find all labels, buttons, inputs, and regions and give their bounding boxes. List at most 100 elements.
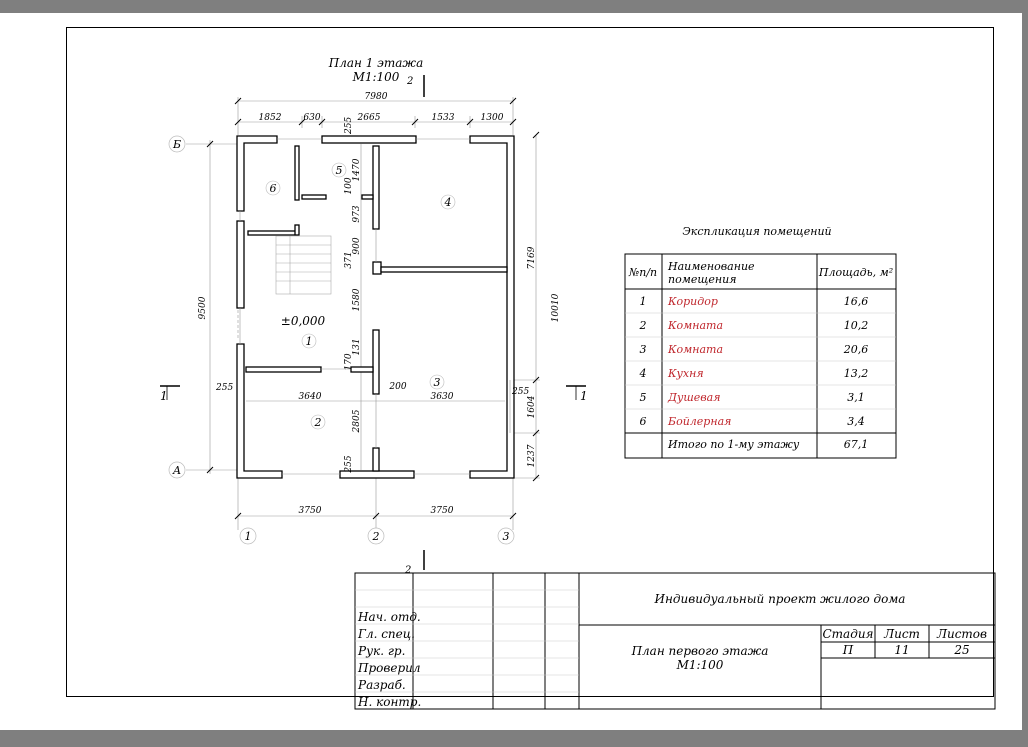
stamp-role-6: Н. контр. xyxy=(357,695,421,709)
stairs xyxy=(275,235,332,295)
dim-inner-4: 900 xyxy=(352,237,362,254)
row-1-number: 1 xyxy=(640,295,647,308)
plan-title: План 1 этажа xyxy=(328,56,423,70)
row-6-name: Бойлерная xyxy=(667,415,731,428)
stamp-sheets-label: Листов xyxy=(936,627,987,641)
row-1-area: 16,6 xyxy=(844,295,869,308)
dimension-ticks xyxy=(206,97,540,520)
stamp-row-lines xyxy=(355,589,579,693)
walls xyxy=(236,135,515,479)
dim-right-1: 7169 xyxy=(527,246,537,269)
dim-top-2: 630 xyxy=(303,113,320,123)
explication-header-area: Площадь, м² xyxy=(818,266,893,279)
explication-title: Экспликация помещений xyxy=(682,225,831,238)
dim-bottom-2: 3750 xyxy=(431,506,454,516)
axis-col-1: 1 xyxy=(245,530,252,543)
dim-h-2: 200 xyxy=(388,382,406,392)
explication-rows: 1 Коридор 16,6 2 Комната 10,2 3 Комната … xyxy=(639,295,869,451)
row-2-area: 10,2 xyxy=(844,319,869,332)
dim-inner-9: 2805 xyxy=(352,409,362,433)
axis-col-3: 3 xyxy=(503,530,510,543)
stamp-role-3: Рук. гр. xyxy=(357,644,405,658)
dim-top-1: 1852 xyxy=(259,113,282,123)
room-number-6: 6 xyxy=(270,182,277,195)
row-5-area: 3,1 xyxy=(847,391,865,404)
row-6-area: 3,4 xyxy=(847,415,865,428)
section-mark-top: 2 xyxy=(406,76,413,87)
section-marks: 1 1 2 xyxy=(160,385,588,576)
row-4-area: 13,2 xyxy=(844,367,869,380)
row-2-name: Комната xyxy=(667,319,723,332)
axis-markers: Б А 1 2 3 xyxy=(168,135,515,545)
dim-right-255: 255 xyxy=(511,387,529,397)
dim-top-255: 255 xyxy=(344,117,354,135)
row-3-name: Комната xyxy=(667,343,723,356)
explication-row-lines xyxy=(625,312,896,410)
section-mark-left: 1 xyxy=(160,389,168,403)
row-3-area: 20,6 xyxy=(843,343,869,356)
section-mark-right: 1 xyxy=(580,389,588,403)
stamp-sheet-value: 11 xyxy=(894,643,909,657)
stamp-role-1: Нач. отд. xyxy=(357,610,421,624)
stamp-sheet-scale: М1:100 xyxy=(676,658,724,672)
dim-inner-6: 1580 xyxy=(352,288,362,311)
dim-h-3: 3630 xyxy=(431,392,454,402)
section-mark-bottom: 2 xyxy=(404,565,411,576)
stamp-role-4: Проверил xyxy=(357,661,421,675)
stamp-stage-value: П xyxy=(842,643,854,657)
stamp-project-title: Индивидуальный проект жилого дома xyxy=(654,592,906,606)
dim-inner-2: 100 xyxy=(344,177,354,194)
dim-inner-8: 170 xyxy=(344,353,354,370)
room-number-2: 2 xyxy=(314,416,322,429)
dim-bottom-1: 3750 xyxy=(299,506,322,516)
dim-top-4: 1533 xyxy=(432,113,455,123)
stamp-sheet-title: План первого этажа xyxy=(631,644,769,658)
dim-top-3: 2665 xyxy=(357,113,381,123)
openings xyxy=(239,138,511,475)
floor-elevation: ±0,000 xyxy=(281,314,326,328)
dim-inner-5: 371 xyxy=(344,251,354,268)
axis-row-a: А xyxy=(172,464,181,477)
dim-right-2: 1604 xyxy=(527,395,537,418)
dim-right-total: 10010 xyxy=(551,293,561,322)
room-number-5: 5 xyxy=(336,164,343,177)
row-5-name: Душевая xyxy=(667,391,721,404)
room-number-3: 3 xyxy=(434,376,441,389)
row-3-number: 3 xyxy=(640,343,647,356)
plan-scale: М1:100 xyxy=(352,70,400,84)
dim-inner-3: 973 xyxy=(352,205,362,222)
axis-row-b: Б xyxy=(172,138,181,151)
axis-col-2: 2 xyxy=(372,530,380,543)
stamp-role-2: Гл. спец. xyxy=(357,627,415,641)
dim-right-3: 1237 xyxy=(527,444,537,467)
row-4-name: Кухня xyxy=(667,367,704,380)
explication-grid xyxy=(624,253,897,459)
dim-h-1: 3640 xyxy=(299,392,322,402)
row-4-number: 4 xyxy=(639,367,647,380)
room-number-4: 4 xyxy=(444,196,452,209)
row-1-name: Коридор xyxy=(667,295,718,308)
dim-overall-top: 7980 xyxy=(365,92,388,102)
room-number-1: 1 xyxy=(306,335,313,348)
total-area: 67,1 xyxy=(844,438,869,451)
stamp-stage-label: Стадия xyxy=(823,627,874,641)
dim-left-255: 255 xyxy=(215,383,233,393)
stamp-sheets-value: 25 xyxy=(953,643,969,657)
room-numbers: 6 5 4 1 3 2 xyxy=(265,162,456,430)
explication-header-number: №п/п xyxy=(628,266,657,279)
total-label: Итого по 1-му этажу xyxy=(667,438,800,451)
stamp-role-5: Разраб. xyxy=(357,678,406,692)
stamp-sheet-label: Лист xyxy=(883,627,920,641)
drawing-frame xyxy=(66,27,994,697)
row-6-number: 6 xyxy=(640,415,647,428)
explication-header-name-2: помещения xyxy=(668,273,736,286)
dimension-lines xyxy=(186,97,540,530)
explication-header-name-1: Наименование xyxy=(667,260,755,273)
dim-inner-1: 1470 xyxy=(352,158,362,181)
dim-inner-10: 255 xyxy=(344,455,354,473)
dim-left-total: 9500 xyxy=(198,296,208,319)
row-5-number: 5 xyxy=(640,391,647,404)
dim-inner-7: 131 xyxy=(352,338,362,355)
row-2-number: 2 xyxy=(639,319,647,332)
